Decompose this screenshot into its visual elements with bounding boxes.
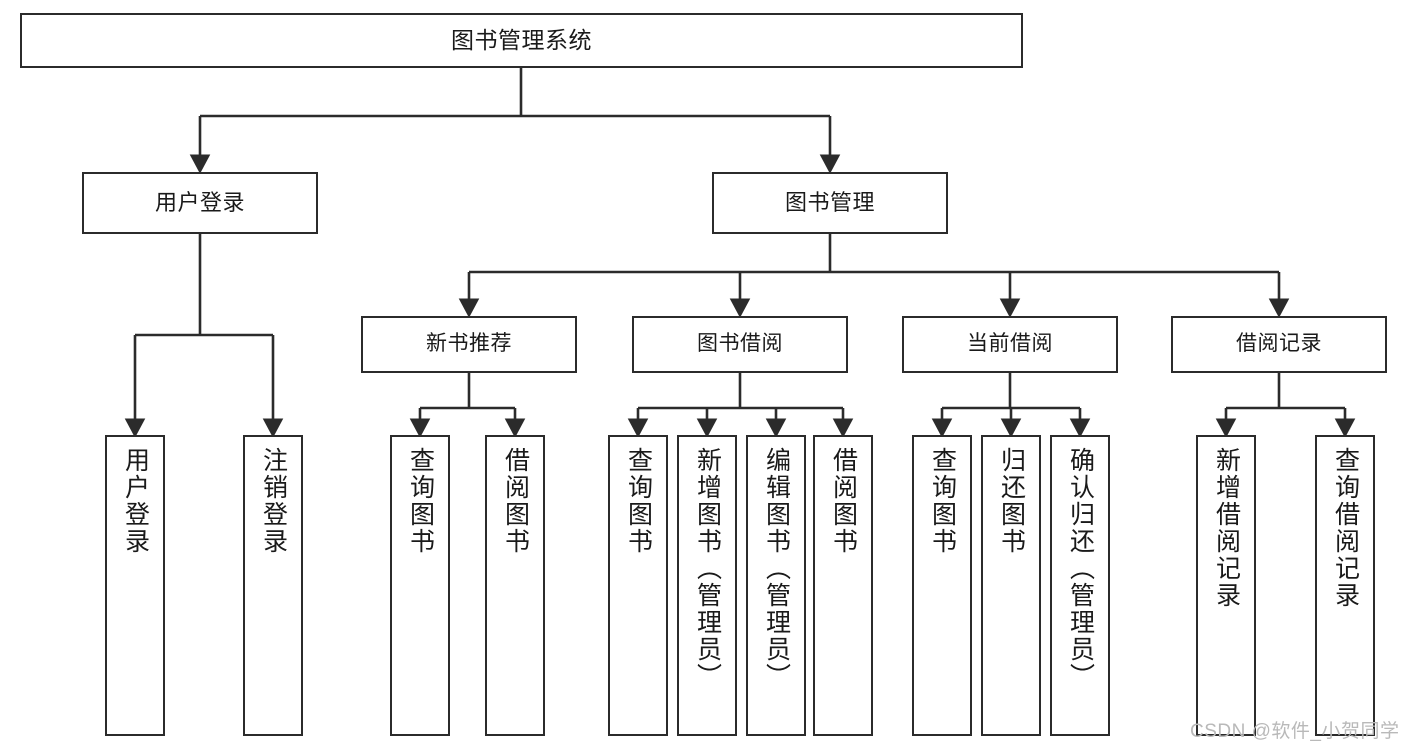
node-leaf-query-book-borrow[interactable]: 查询图书 [608,435,668,736]
node-current-borrow[interactable]: 当前借阅 [902,316,1118,373]
node-leaf-logout-login[interactable]: 注销登录 [243,435,303,736]
node-leaf-label: 编辑图书（管理员） [762,447,791,690]
csdn-watermark: CSDN @软件_小贺同学 [1190,721,1400,742]
node-leaf-query-borrow-record[interactable]: 查询借阅记录 [1315,435,1375,736]
node-leaf-label: 查询图书 [406,447,435,555]
node-leaf-label: 查询借阅记录 [1331,447,1360,609]
node-user-login-label: 用户登录 [154,190,245,216]
node-leaf-label: 查询图书 [928,447,957,555]
node-leaf-label: 注销登录 [259,447,288,555]
node-leaf-label: 新增图书（管理员） [693,447,722,690]
node-leaf-return-book[interactable]: 归还图书 [981,435,1041,736]
node-root-label: 图书管理系统 [451,26,592,53]
node-book-manage[interactable]: 图书管理 [712,172,948,234]
node-leaf-label: 用户登录 [121,447,150,555]
node-new-book-recommend[interactable]: 新书推荐 [361,316,577,373]
node-leaf-label: 新增借阅记录 [1212,447,1241,609]
node-leaf-edit-book-admin[interactable]: 编辑图书（管理员） [746,435,806,736]
node-leaf-add-book-admin[interactable]: 新增图书（管理员） [677,435,737,736]
node-leaf-user-login[interactable]: 用户登录 [105,435,165,736]
node-book-borrow[interactable]: 图书借阅 [632,316,848,373]
node-book-borrow-label: 图书借阅 [697,332,783,356]
node-user-login[interactable]: 用户登录 [82,172,318,234]
node-leaf-label: 归还图书 [997,447,1026,555]
node-book-manage-label: 图书管理 [784,190,875,216]
node-leaf-label: 借阅图书 [829,447,858,555]
node-leaf-query-book-current[interactable]: 查询图书 [912,435,972,736]
node-leaf-label: 借阅图书 [501,447,530,555]
node-leaf-label: 查询图书 [624,447,653,555]
node-borrow-record[interactable]: 借阅记录 [1171,316,1387,373]
node-leaf-add-borrow-record[interactable]: 新增借阅记录 [1196,435,1256,736]
node-leaf-label: 确认归还（管理员） [1066,447,1095,690]
node-new-book-recommend-label: 新书推荐 [426,332,512,356]
node-leaf-borrow-book[interactable]: 借阅图书 [813,435,873,736]
node-leaf-confirm-return-admin[interactable]: 确认归还（管理员） [1050,435,1110,736]
node-borrow-record-label: 借阅记录 [1236,332,1322,356]
node-leaf-query-book-rec[interactable]: 查询图书 [390,435,450,736]
node-leaf-borrow-book-rec[interactable]: 借阅图书 [485,435,545,736]
node-root-system[interactable]: 图书管理系统 [20,13,1023,68]
node-current-borrow-label: 当前借阅 [967,332,1053,356]
